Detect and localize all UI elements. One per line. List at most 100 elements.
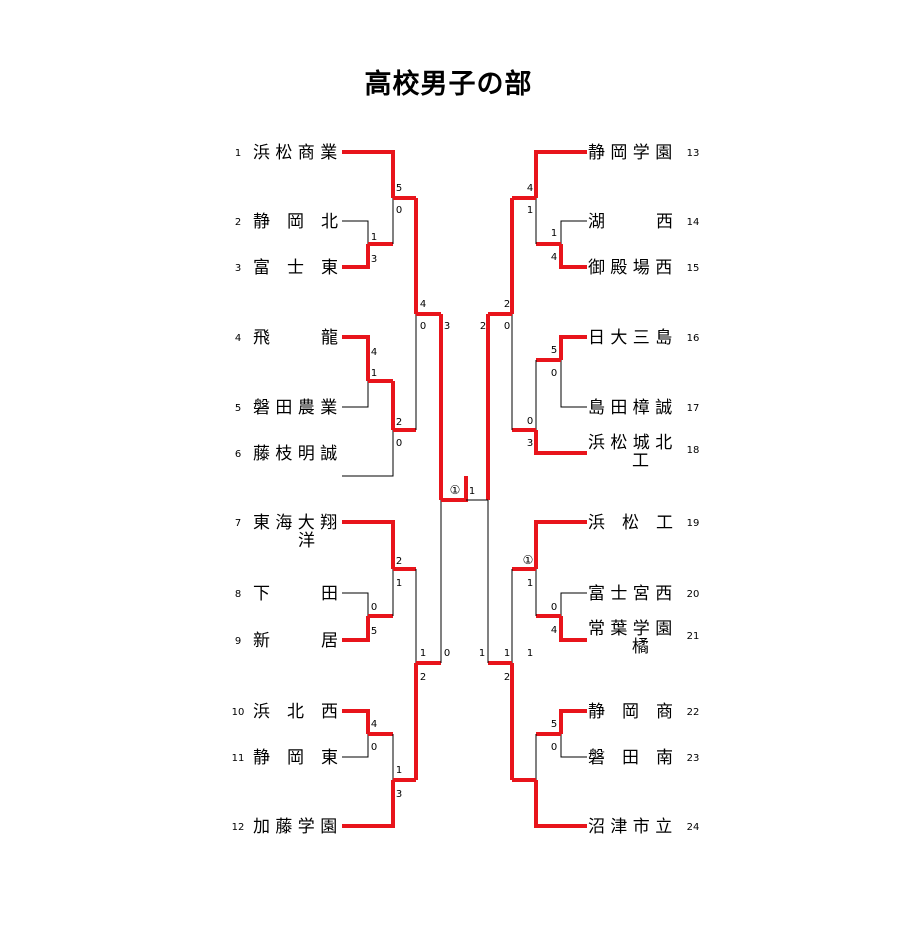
page-title: 高校男子の部: [364, 69, 533, 100]
left-team-11: 静 岡 東: [253, 748, 338, 768]
left-team-9: 新 居: [253, 631, 338, 651]
score-right-r1-17: 0: [551, 368, 557, 379]
right-seed-15: 15: [687, 263, 700, 274]
right-r1-line-23: [560, 734, 587, 758]
right-team-20: 富 士 宮 西: [588, 584, 672, 604]
score-right-r3-top-2: 0: [504, 321, 510, 332]
left-r1-line-10: [342, 709, 370, 734]
score-final-right: 1: [469, 486, 475, 497]
right-team-24: 沼 津 市 立: [588, 817, 672, 837]
right-r1-line-16: [559, 335, 587, 360]
right-team-18-cont: 工: [632, 451, 649, 471]
left-r1-line-5: [342, 381, 369, 408]
score-left-r2-c-top: 2: [396, 556, 402, 567]
score-right-r1-21: 4: [551, 625, 557, 636]
score-left-r2-c-bot: 1: [396, 578, 402, 589]
left-r1-line-9: [342, 616, 370, 642]
score-left-semi-top: 3: [444, 321, 450, 332]
score-right-r3-top: 2: [504, 299, 510, 310]
left-seed-12: 12: [232, 822, 245, 833]
score-left-r2-b-bot: 0: [396, 438, 402, 449]
right-team-15: 御 殿 場 西: [588, 258, 672, 278]
score-left-r3-bot: 1: [420, 648, 426, 659]
right-r2-line-13: [534, 150, 587, 198]
score-left-r1-10: 4: [371, 719, 377, 730]
score-left-r3-top-2: 0: [420, 321, 426, 332]
left-r1-line-11: [342, 734, 369, 758]
score-right-r1-22: 5: [551, 719, 557, 730]
left-team-12: 加 藤 学 園: [253, 817, 337, 837]
left-seed-3: 3: [235, 263, 241, 274]
score-left-r1-3: 3: [371, 254, 377, 265]
score-left-r1-9: 5: [371, 626, 377, 637]
left-team-3: 富 士 東: [253, 258, 338, 278]
right-r2-line-18: [534, 430, 587, 455]
right-r1-line-21: [559, 616, 587, 642]
left-seed-9: 9: [235, 636, 241, 647]
left-seed-8: 8: [235, 589, 241, 600]
left-team-7-cont: 洋: [298, 531, 315, 551]
score-right-r1-15: 4: [551, 252, 557, 263]
right-team-21: 常 葉 学 園: [588, 619, 672, 639]
right-seed-14: 14: [687, 217, 700, 228]
right-seed-18: 18: [687, 445, 700, 456]
right-seed-16: 16: [687, 333, 700, 344]
score-right-r1-20: 0: [551, 602, 557, 613]
right-team-18: 浜 松 城 北: [588, 433, 672, 453]
right-seed-17: 17: [687, 403, 700, 414]
score-right-r1-23: 0: [551, 742, 557, 753]
score-right-r2-d-bot: 2: [504, 672, 510, 683]
score-right-r1-16: 5: [551, 345, 557, 356]
left-r1-line-4: [342, 335, 370, 381]
score-right-r3-bot-2: 1: [504, 648, 510, 659]
score-left-r1-8: 0: [371, 602, 377, 613]
score-left-r2-d-bot: 3: [396, 789, 402, 800]
right-r2-line-24: [534, 780, 587, 828]
score-left-r1-5: 1: [371, 368, 377, 379]
score-right-r2-d-top: 1: [527, 648, 533, 659]
score-right-r2-a-top: 4: [527, 183, 533, 194]
left-team-6: 藤 枝 明 誠: [253, 444, 337, 464]
right-team-14: 湖 西: [588, 212, 673, 232]
right-seed-21: 21: [687, 631, 700, 642]
score-right-r2-c-top: ①: [523, 553, 534, 567]
left-r2-line-12: [342, 780, 395, 828]
left-team-4: 飛 龍: [253, 328, 338, 348]
left-seed-4: 4: [235, 333, 241, 344]
right-team-19: 浜 松 工: [588, 513, 673, 533]
left-team-8: 下 田: [253, 584, 338, 604]
right-team-22: 静 岡 商: [588, 702, 673, 722]
score-left-r2-a-bot: 0: [396, 205, 402, 216]
right-r1-line-22: [559, 709, 587, 734]
right-r1-line-14: [560, 220, 587, 244]
score-right-r2-b-top: 0: [527, 416, 533, 427]
score-final-left: ①: [450, 483, 461, 497]
right-team-17: 島 田 樟 誠: [588, 398, 672, 418]
score-right-r3-bot: 1: [479, 648, 485, 659]
left-r2-line-6: [342, 430, 394, 477]
right-seed-22: 22: [687, 707, 700, 718]
left-seed-5: 5: [235, 403, 241, 414]
score-right-r2-a-bot: 1: [527, 205, 533, 216]
left-r1-line-8: [342, 592, 369, 616]
right-seed-24: 24: [687, 822, 700, 833]
right-r1-line-17: [560, 360, 587, 408]
left-seed-11: 11: [232, 753, 245, 764]
score-left-r3-bot-2: 2: [420, 672, 426, 683]
left-seed-7: 7: [235, 518, 241, 529]
left-team-5: 磐 田 農 業: [253, 398, 337, 418]
right-team-16: 日 大 三 島: [588, 328, 672, 348]
left-r1-line-3: [342, 244, 370, 269]
right-team-21-cont: 橘: [632, 637, 649, 657]
score-left-r2-d-top: 1: [396, 765, 402, 776]
left-r2-line-7: [342, 520, 395, 569]
score-right-r1-14: 1: [551, 228, 557, 239]
score-left-r2-b-top: 2: [396, 417, 402, 428]
score-left-r3-top: 4: [420, 299, 426, 310]
left-team-1: 浜 松 商 業: [253, 143, 337, 163]
left-r1-line-2: [342, 220, 369, 244]
left-seed-1: 1: [235, 148, 241, 159]
right-r1-line-20: [560, 592, 587, 616]
left-seed-2: 2: [235, 217, 241, 228]
